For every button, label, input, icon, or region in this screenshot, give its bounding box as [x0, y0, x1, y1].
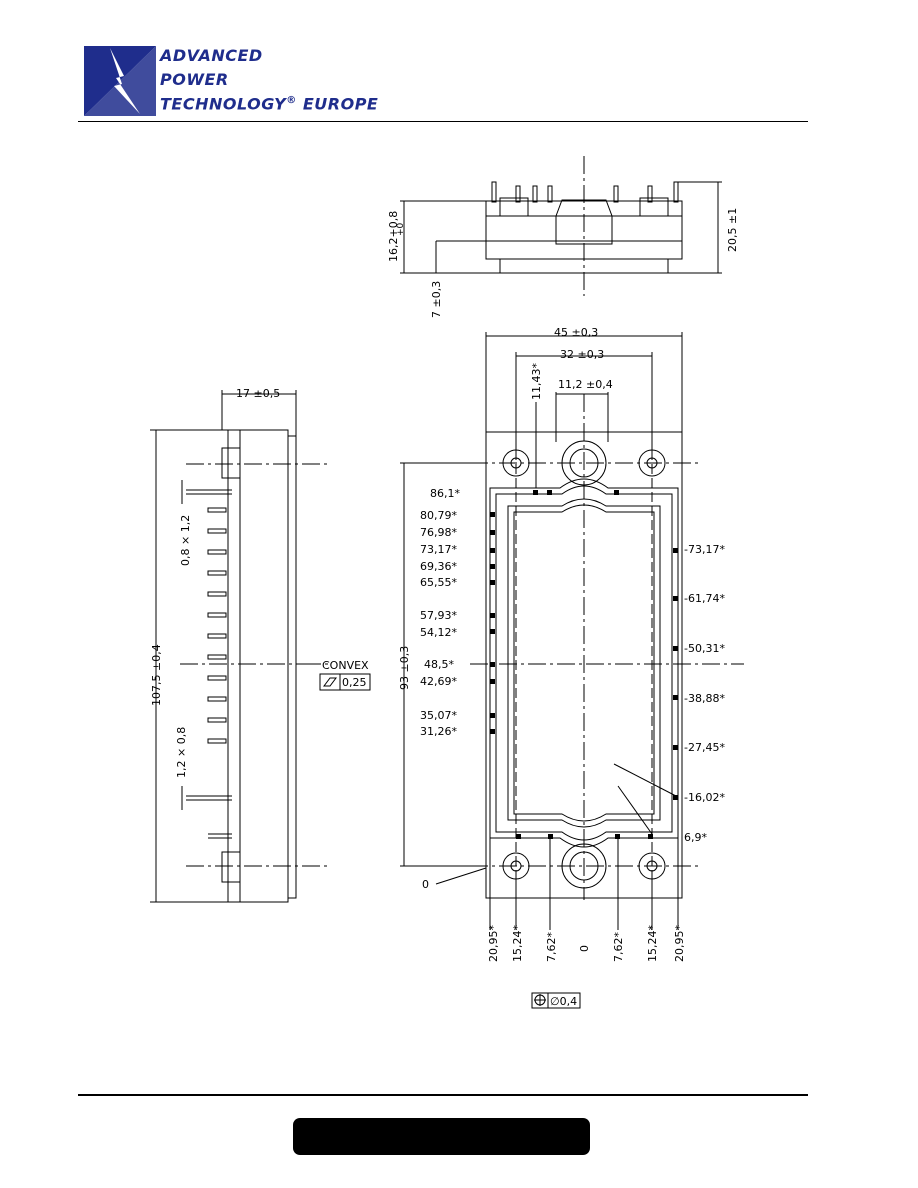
dim-overall-height: 93 ±0,3: [398, 646, 411, 690]
origin-label: 0: [422, 878, 429, 891]
left-label: 69,36*: [420, 560, 457, 573]
dim-width: 45 ±0,3: [554, 326, 598, 339]
brand-line-3: TECHNOLOGY® EUROPE: [160, 96, 378, 112]
brand-line-2: POWER: [160, 70, 229, 89]
header-rule: [78, 121, 808, 122]
left-label: 57,93*: [420, 609, 457, 622]
right-pin-labels: -73,17* -61,74* -50,31* -38,88* -27,45* …: [684, 543, 725, 844]
left-label: 65,55*: [420, 576, 457, 589]
footer-bar: [293, 1118, 590, 1155]
left-label: 73,17*: [420, 543, 457, 556]
bottom-label: 15,24*: [646, 925, 659, 962]
side-view-pins: [186, 489, 232, 839]
convex-label: CONVEX: [322, 659, 369, 672]
bottom-label: 20,95*: [487, 925, 500, 962]
right-label: -38,88*: [684, 692, 725, 705]
dim-length: 107,5 ±0,4: [150, 644, 163, 706]
bottom-label: 20,95*: [673, 925, 686, 962]
dim-pin-bottom: 1,2 × 0,8: [175, 727, 188, 778]
top-view-pins: [491, 181, 679, 217]
dim-thickness: 17 ±0,5: [236, 387, 280, 400]
left-label: 76,98*: [420, 526, 457, 539]
right-label: -16,02*: [684, 791, 725, 804]
left-label: 54,12*: [420, 626, 457, 639]
top-view: [400, 156, 722, 296]
right-label: -61,74*: [684, 592, 725, 605]
left-label: 80,79*: [420, 509, 457, 522]
left-label: 35,07*: [420, 709, 457, 722]
side-view-pin-stubs: [207, 507, 227, 744]
left-pin-labels: 86,1* 80,79* 76,98* 73,17* 69,36* 65,55*…: [420, 487, 460, 738]
dim-body-tol: +0: [396, 222, 406, 236]
dim-hole-spacing: 32 ±0,3: [560, 348, 604, 361]
company-logo: [84, 46, 464, 120]
bottom-label: 15,24*: [511, 925, 524, 962]
brand-registered: ®: [286, 95, 297, 106]
left-label: 42,69*: [420, 675, 457, 688]
lightning-logo-icon: [84, 46, 156, 116]
left-label: 86,1*: [430, 487, 460, 500]
side-view: [150, 390, 371, 903]
dim-center-hole: 11,2 ±0,4: [558, 378, 613, 391]
right-label: -27,45*: [684, 741, 725, 754]
bottom-label: 7,62*: [545, 932, 558, 962]
dim-body-height: 16,2+0,8: [387, 211, 400, 262]
dim-total-height: 20,5 ±1: [726, 208, 739, 252]
right-label: -73,17*: [684, 543, 725, 556]
brand-technology: TECHNOLOGY: [160, 94, 287, 114]
front-view: [400, 332, 744, 1009]
flatness-value: 0,25: [342, 676, 367, 689]
left-label: 31,26*: [420, 725, 457, 738]
dim-pin-offset: 11,43*: [530, 363, 543, 400]
dim-pin-top: 0,8 × 1,2: [179, 515, 192, 566]
bottom-label: 0: [578, 945, 591, 952]
right-label: 6,9*: [684, 831, 707, 844]
pin-markers: [490, 490, 678, 839]
bottom-pin-labels: 20,95* 15,24* 7,62* 0 7,62* 15,24* 20,95…: [487, 925, 686, 962]
left-label: 48,5*: [424, 658, 454, 671]
brand-line-1: ADVANCED: [160, 46, 263, 65]
dim-base: 7 ±0,3: [430, 281, 443, 318]
position-tolerance: ∅0,4: [550, 995, 577, 1008]
footer-rule: [78, 1094, 808, 1096]
right-label: -50,31*: [684, 642, 725, 655]
brand-europe: EUROPE: [302, 94, 379, 114]
bottom-label: 7,62*: [612, 932, 625, 962]
